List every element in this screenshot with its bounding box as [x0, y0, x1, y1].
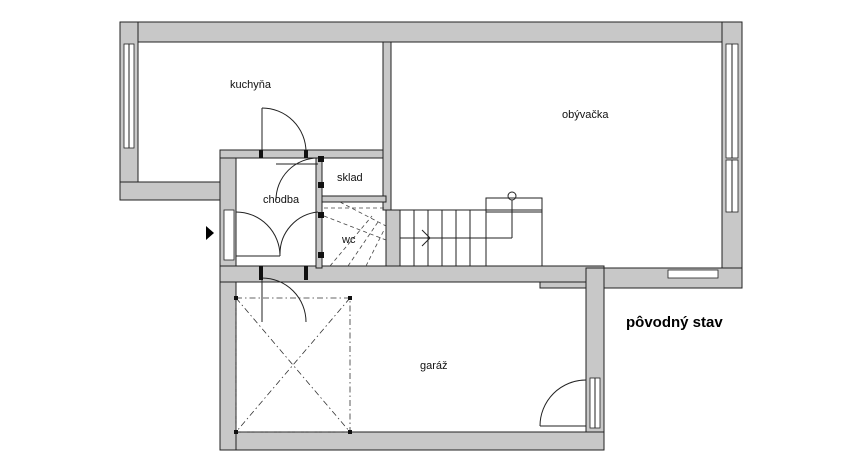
walls [119, 21, 743, 451]
room-label-storage: sklad [337, 172, 363, 184]
stairs [323, 191, 543, 267]
room-label-wc: wc [341, 234, 356, 246]
wall-garage-top [219, 265, 605, 283]
room-label-hall: chodba [263, 194, 300, 206]
garage-overhead-frame [234, 296, 352, 434]
room-label-kitchen: kuchyňa [230, 79, 272, 91]
window-living-side [667, 269, 719, 279]
wall-kitchen-bottom [119, 181, 237, 201]
windows [123, 43, 739, 429]
plan-status-label: pôvodný stav [626, 314, 723, 331]
wall-stair [385, 209, 401, 267]
wall-divider [382, 41, 392, 211]
room-label-living: obývačka [562, 109, 609, 121]
entrance-arrow-icon [206, 226, 214, 240]
room-labels: kuchyňa obývačka sklad chodba wc garáž [230, 79, 609, 372]
wall-top [119, 21, 743, 43]
wall-hall-top [219, 149, 387, 159]
doors [223, 107, 587, 427]
wall-garage-left [219, 281, 237, 451]
wall-storage-bottom [321, 195, 387, 203]
wall-garage-bottom [219, 431, 605, 451]
stair-start-icon [507, 191, 517, 201]
room-label-garage: garáž [420, 360, 448, 372]
